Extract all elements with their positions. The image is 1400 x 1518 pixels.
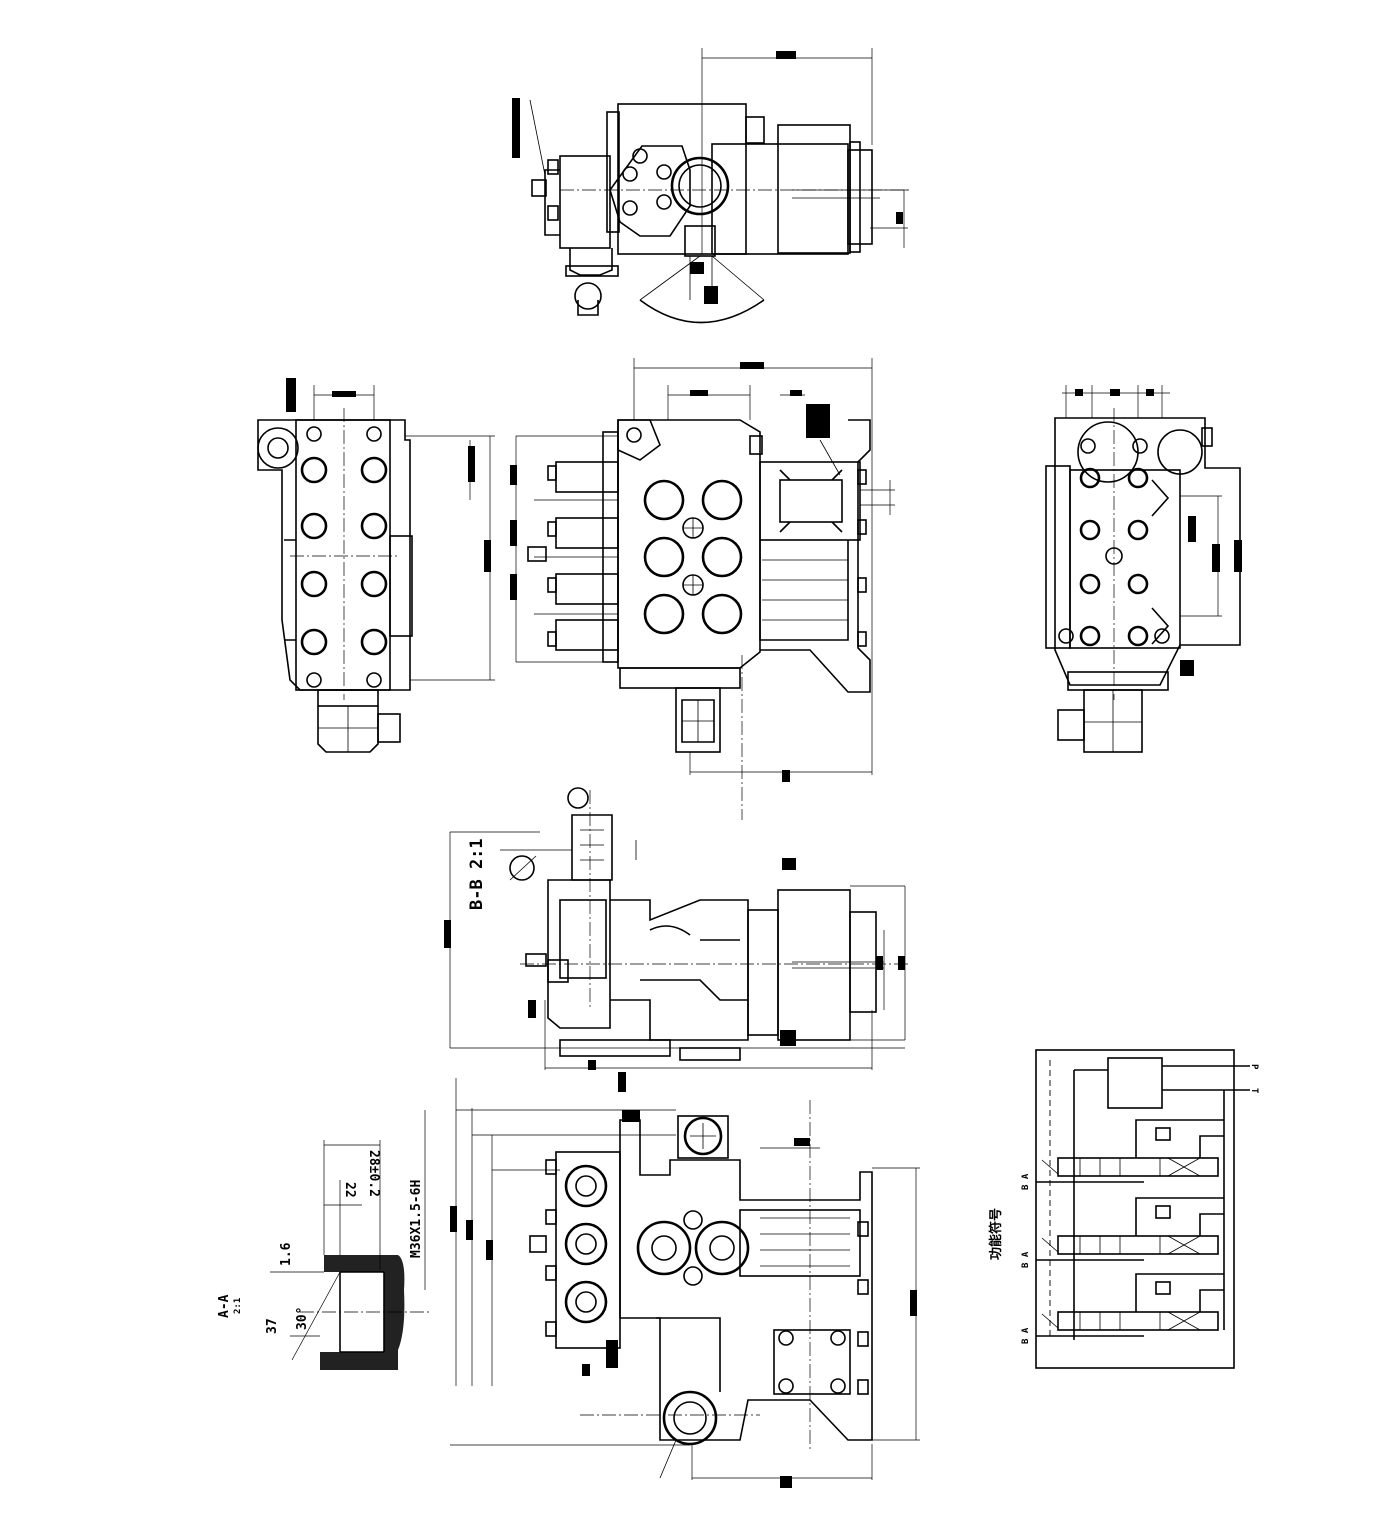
schematic-title: 功能符号	[988, 1208, 1004, 1260]
right-view	[1045, 385, 1242, 753]
thread-spec: M36X1.5-6H	[409, 1180, 424, 1258]
left-view	[257, 378, 495, 753]
angle-30: 30°	[295, 1307, 310, 1330]
section-mark: A-A	[217, 1294, 232, 1318]
section-detail-a-a: 28±0.2 22 M36X1.5-6H 1.6 37 30° A-A 2:1	[217, 1110, 430, 1370]
dim-1-6: 1.6	[279, 1242, 294, 1266]
section-scale: 2:1	[233, 1298, 243, 1314]
top-view	[512, 48, 910, 324]
valve-section-3-label: B A	[1021, 1327, 1031, 1344]
hydraulic-schematic: P T B A	[988, 1049, 1259, 1369]
valve-section-2: B A	[1021, 1197, 1224, 1268]
depth-dim-28: 28±0.2	[366, 1150, 381, 1197]
side-view: B-B 2:1	[444, 787, 910, 1092]
port-p-label: P	[1249, 1064, 1259, 1070]
front-view	[510, 358, 895, 820]
dim-37: 37	[265, 1318, 280, 1334]
valve-section-1: B A	[1021, 1119, 1224, 1190]
depth-dim-22: 22	[342, 1182, 357, 1198]
port-t-label: T	[1249, 1088, 1259, 1094]
valve-section-3: B A	[1021, 1273, 1224, 1344]
bottom-view	[450, 1078, 920, 1488]
valve-section-2-label: B A	[1021, 1251, 1031, 1268]
valve-section-1-label: B A	[1021, 1173, 1031, 1190]
detail-view-label: B-B 2:1	[467, 838, 487, 910]
